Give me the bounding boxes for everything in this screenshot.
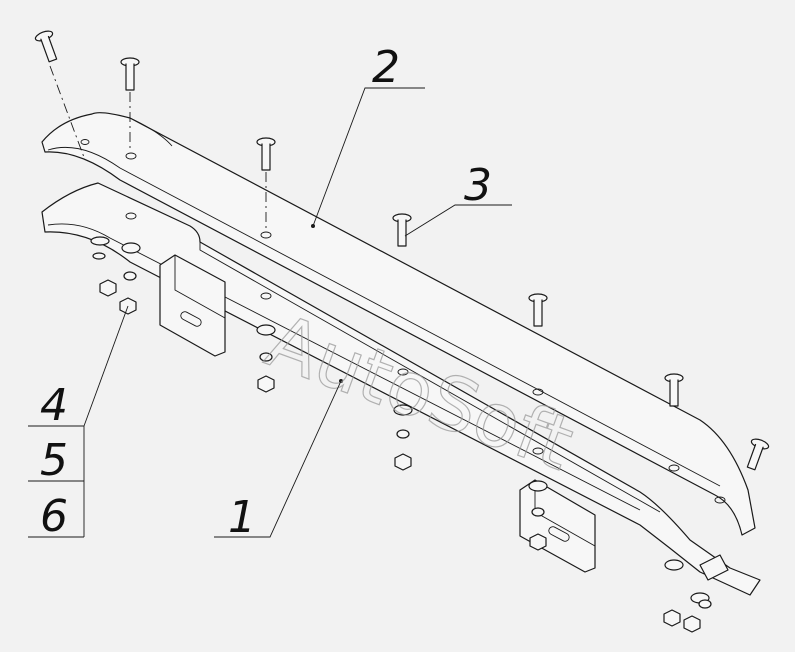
callout-2-label: 2 xyxy=(372,42,400,93)
washers-and-nuts xyxy=(90,236,712,633)
callout-5-label: 5 xyxy=(40,435,68,486)
part-2-upper-bar xyxy=(41,112,756,536)
callout-1-label: 1 xyxy=(228,492,256,543)
callout-1: 1 xyxy=(214,380,342,543)
callout-3: 3 xyxy=(404,160,512,237)
callout-6-label: 6 xyxy=(40,491,68,542)
part-3-bolts xyxy=(34,30,770,471)
callout-4-label: 4 xyxy=(40,380,68,431)
part-1-lower-bar xyxy=(41,182,761,596)
callout-2: 2 xyxy=(312,42,425,227)
callout-3-label: 3 xyxy=(464,160,492,211)
callout-4-5-6: 4 5 6 xyxy=(28,305,129,542)
